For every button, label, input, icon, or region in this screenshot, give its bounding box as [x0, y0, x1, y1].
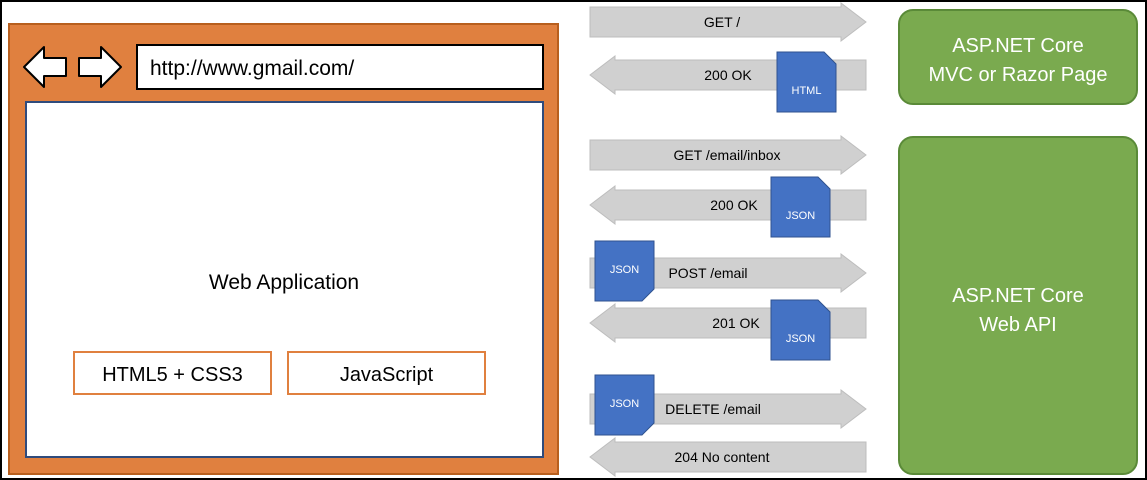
tech-box-javascript	[287, 351, 486, 395]
arrow-label-0: GET /	[704, 14, 740, 30]
tech-label-javascript: JavaScript	[340, 364, 434, 386]
document-label-4: JSON	[610, 264, 639, 276]
arrow-label-5: 201 OK	[712, 315, 760, 331]
server-api: ASP.NET Core Web API	[898, 136, 1138, 475]
arrow-label-1: 200 OK	[704, 67, 752, 83]
json-document-icon-6	[594, 374, 655, 436]
server-mvc-box	[898, 9, 1138, 105]
server-api-line2: Web API	[979, 314, 1056, 336]
arrow-right-0	[589, 1, 867, 43]
request-arrows: GET / 200 OK HTML GET /email/inbox 200 OK JSO…	[589, 1, 867, 478]
page-content	[25, 101, 544, 458]
server-mvc-line1: ASP.NET Core	[952, 35, 1084, 57]
arrow-label-3: 200 OK	[710, 197, 758, 213]
back-arrow-icon[interactable]	[23, 46, 67, 88]
arrow-right-2	[589, 134, 867, 176]
browser-window: http://www.gmail.com/ Web Application HT…	[8, 23, 559, 475]
arrow-left-7	[589, 436, 867, 478]
server-api-box	[898, 136, 1138, 475]
tech-label-html-css: HTML5 + CSS3	[102, 364, 243, 386]
address-url: http://www.gmail.com/	[150, 57, 354, 80]
tech-box-html-css	[73, 351, 272, 395]
arrow-label-7: 204 No content	[675, 449, 770, 465]
document-label-1: HTML	[792, 85, 822, 97]
forward-arrow-icon[interactable]	[78, 46, 122, 88]
json-document-icon-3	[770, 176, 831, 238]
document-label-3: JSON	[786, 210, 815, 222]
html-document-icon-1	[776, 51, 837, 113]
document-label-6: JSON	[610, 398, 639, 410]
json-document-icon-5	[770, 299, 831, 361]
arrow-label-4: POST /email	[668, 265, 747, 281]
web-application-label: Web Application	[209, 271, 359, 294]
server-api-line1: ASP.NET Core	[952, 285, 1084, 307]
server-mvc-line2: MVC or Razor Page	[929, 64, 1108, 86]
json-document-icon-4	[594, 240, 655, 302]
arrow-label-2: GET /email/inbox	[673, 147, 780, 163]
address-bar[interactable]	[136, 44, 544, 90]
arrow-label-6: DELETE /email	[665, 401, 761, 417]
server-mvc: ASP.NET Core MVC or Razor Page	[898, 9, 1138, 105]
document-label-5: JSON	[786, 333, 815, 345]
